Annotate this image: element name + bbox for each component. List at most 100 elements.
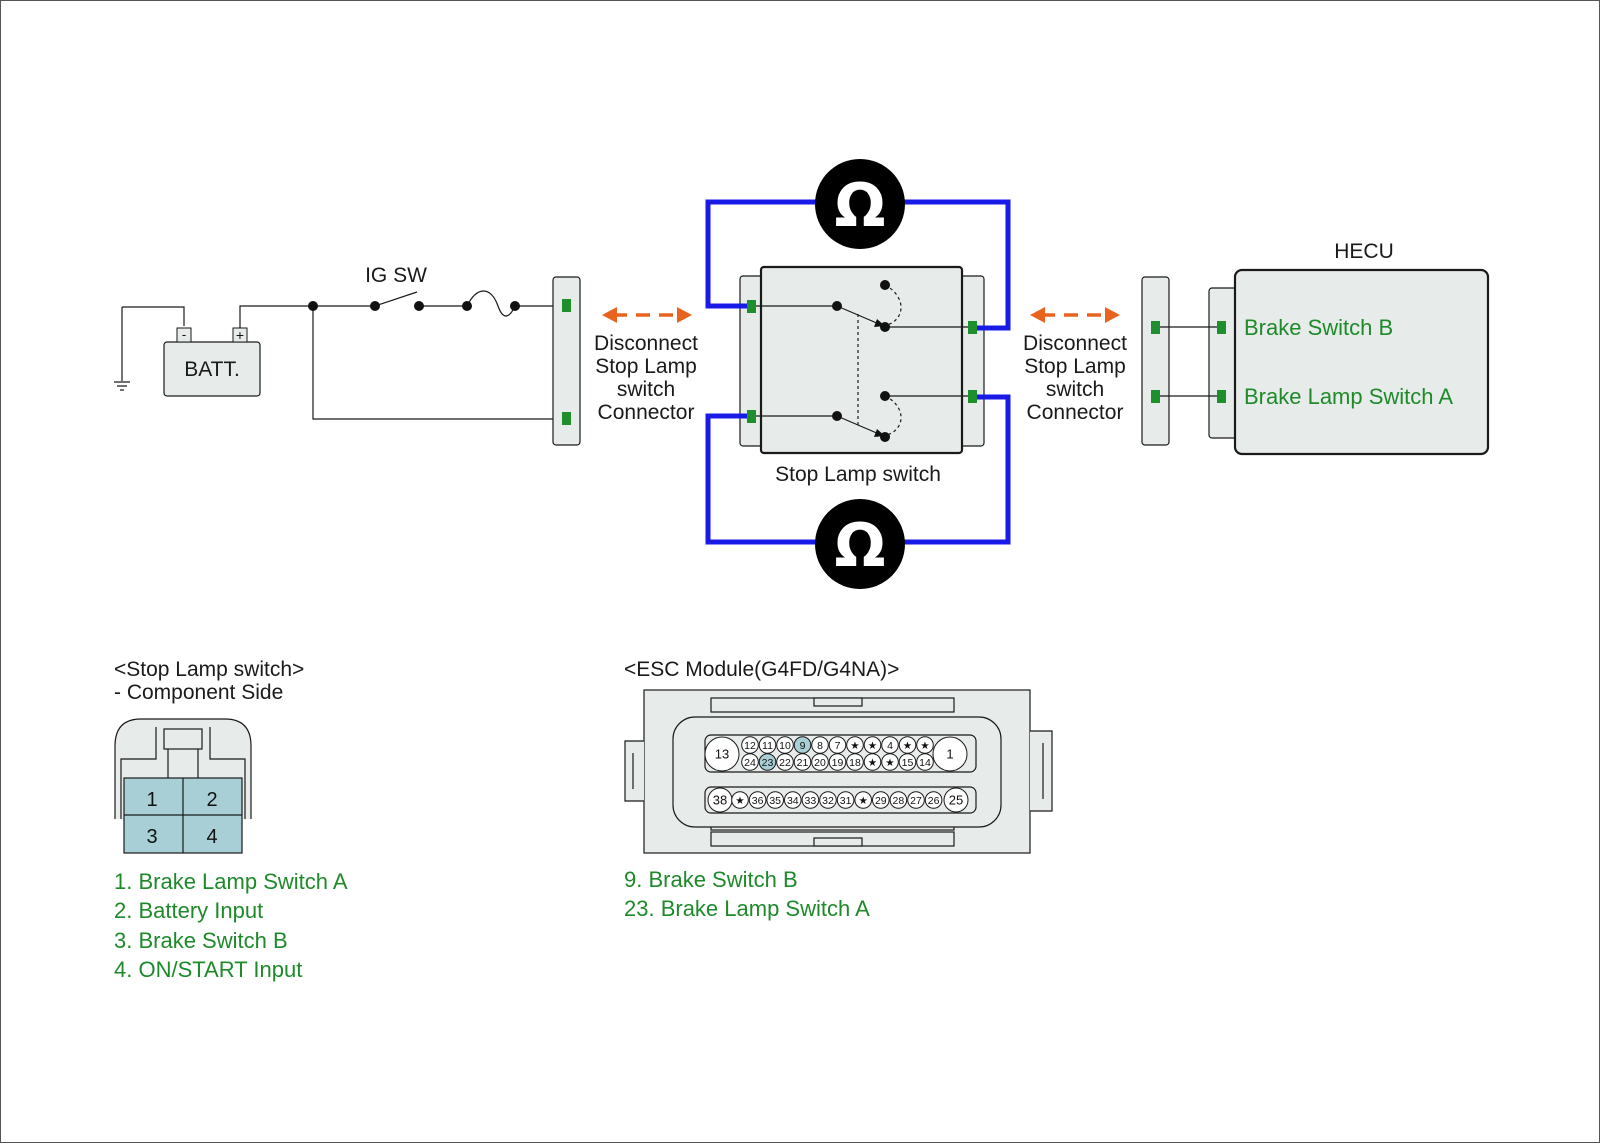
esc-pin-label: 22 [779,757,791,769]
svg-text:Stop Lamp: Stop Lamp [595,355,697,378]
esc-pin [916,753,934,771]
esc-pin-big-label: 13 [715,747,729,762]
ground-icon [114,307,130,391]
esc-pin [731,791,749,809]
esc-pin [889,791,908,809]
esc-pin-label: ★ [868,757,878,769]
legend-item: 23. Brake Lamp Switch A [624,896,870,921]
esc-pin [758,753,777,771]
esc-pin [907,791,925,809]
stop-lamp-pin-3: 3 [146,826,157,848]
legend-item: 3. Brake Switch B [114,928,288,953]
esc-pin-label: ★ [885,757,895,769]
esc-pin-label: ★ [920,740,930,752]
esc-pin [819,791,837,809]
svg-text:switch: switch [1046,378,1104,401]
esc-pin-label: 29 [875,795,887,807]
stop-lamp-pin-legend: 1. Brake Lamp Switch A 2. Battery Input … [114,869,348,982]
esc-pin-big-label: 1 [946,747,953,762]
esc-pin-label: 4 [887,740,893,752]
esc-pin [863,753,882,771]
esc-pin-label: 35 [769,795,781,807]
disconnect-label-left: Disconnect Stop Lamp switch Connector [594,332,698,424]
esc-module-title: <ESC Module(G4FD/G4NA)> [624,658,899,681]
ohm-meter-top-icon: Ω [815,159,905,249]
esc-pin-label: 27 [910,795,922,807]
esc-pin [854,791,873,809]
legend-item: 1. Brake Lamp Switch A [114,869,348,894]
esc-pin-label: 28 [893,795,905,807]
battery-feed-wires [239,290,567,420]
stop-lamp-pin-1: 1 [146,789,157,811]
ig-switch-contact [370,301,380,311]
esc-pin [846,753,864,771]
esc-pin-label: 19 [832,757,844,769]
esc-pin-big-label: 25 [949,793,963,808]
esc-pin-legend: 9. Brake Switch B 23. Brake Lamp Switch … [624,867,870,921]
esc-pin-label: 26 [928,795,940,807]
stop-lamp-switch-label: Stop Lamp switch [775,463,941,486]
esc-pin [898,753,917,771]
stop-lamp-pin-2: 2 [206,789,217,811]
esc-pin-big [943,787,969,813]
legend-item: 4. ON/START Input [114,957,302,982]
esc-pin [811,753,829,771]
esc-pin-label: 8 [817,740,823,752]
ohm-meter-bottom-icon: Ω [815,499,905,589]
esc-pin-label: 24 [744,757,756,769]
esc-pin-label: 10 [779,740,791,752]
hecu-label: HECU [1334,240,1394,263]
esc-pin-label: ★ [858,795,868,807]
svg-text:Ω: Ω [834,171,885,241]
esc-pin [924,791,943,809]
esc-pin [828,753,847,771]
esc-pin-big-label: 38 [713,793,727,808]
battery: - + BATT. [163,327,261,397]
hecu-pin-brake-switch-b: Brake Switch B [1244,315,1393,340]
legend-item: 9. Brake Switch B [624,867,798,892]
esc-pin-label: 36 [752,795,764,807]
esc-pin-label: ★ [903,740,913,752]
svg-text:Connector: Connector [598,401,695,424]
stop-lamp-connector-face [114,718,252,854]
ground-wire [122,306,185,326]
esc-pin-label: ★ [850,740,860,752]
esc-pin-label: 12 [744,740,756,752]
svg-text:Connector: Connector [1027,401,1124,424]
esc-pin-label: 31 [840,795,852,807]
esc-pin [741,753,759,771]
esc-pin-label: 9 [800,740,806,752]
esc-pin-label: 7 [835,740,841,752]
esc-pin-label: 23 [762,757,774,769]
esc-pin-label: ★ [868,740,878,752]
svg-text:Disconnect: Disconnect [1023,332,1127,355]
esc-pin-label: ★ [735,795,745,807]
esc-pin [784,791,802,809]
fuse-icon [466,290,516,317]
esc-pin-label: 15 [902,757,914,769]
svg-text:Disconnect: Disconnect [594,332,698,355]
hecu-pin-brake-lamp-switch-a: Brake Lamp Switch A [1244,384,1453,409]
esc-pin-label: 20 [814,757,826,769]
esc-pin-label: 34 [787,795,799,807]
svg-text:Stop Lamp: Stop Lamp [1024,355,1126,378]
stop-lamp-connector-subtitle: - Component Side [114,681,283,704]
esc-pin [872,791,890,809]
hecu-module: HECU Brake Switch B Brake Lamp Switch A [1160,240,1490,456]
esc-pin-label: 32 [822,795,834,807]
esc-pin [776,753,794,771]
esc-pin [766,791,785,809]
esc-pin [748,791,767,809]
ig-sw-label: IG SW [365,264,427,287]
legend-item: 2. Battery Input [114,898,263,923]
right-harness-connector [1141,276,1170,446]
fuse-contact [510,301,520,311]
esc-pin [793,753,812,771]
esc-pin [881,753,899,771]
esc-pin [836,791,855,809]
battery-minus-label: - [182,327,186,342]
esc-pin-label: 33 [805,795,817,807]
battery-label: BATT. [184,358,240,381]
